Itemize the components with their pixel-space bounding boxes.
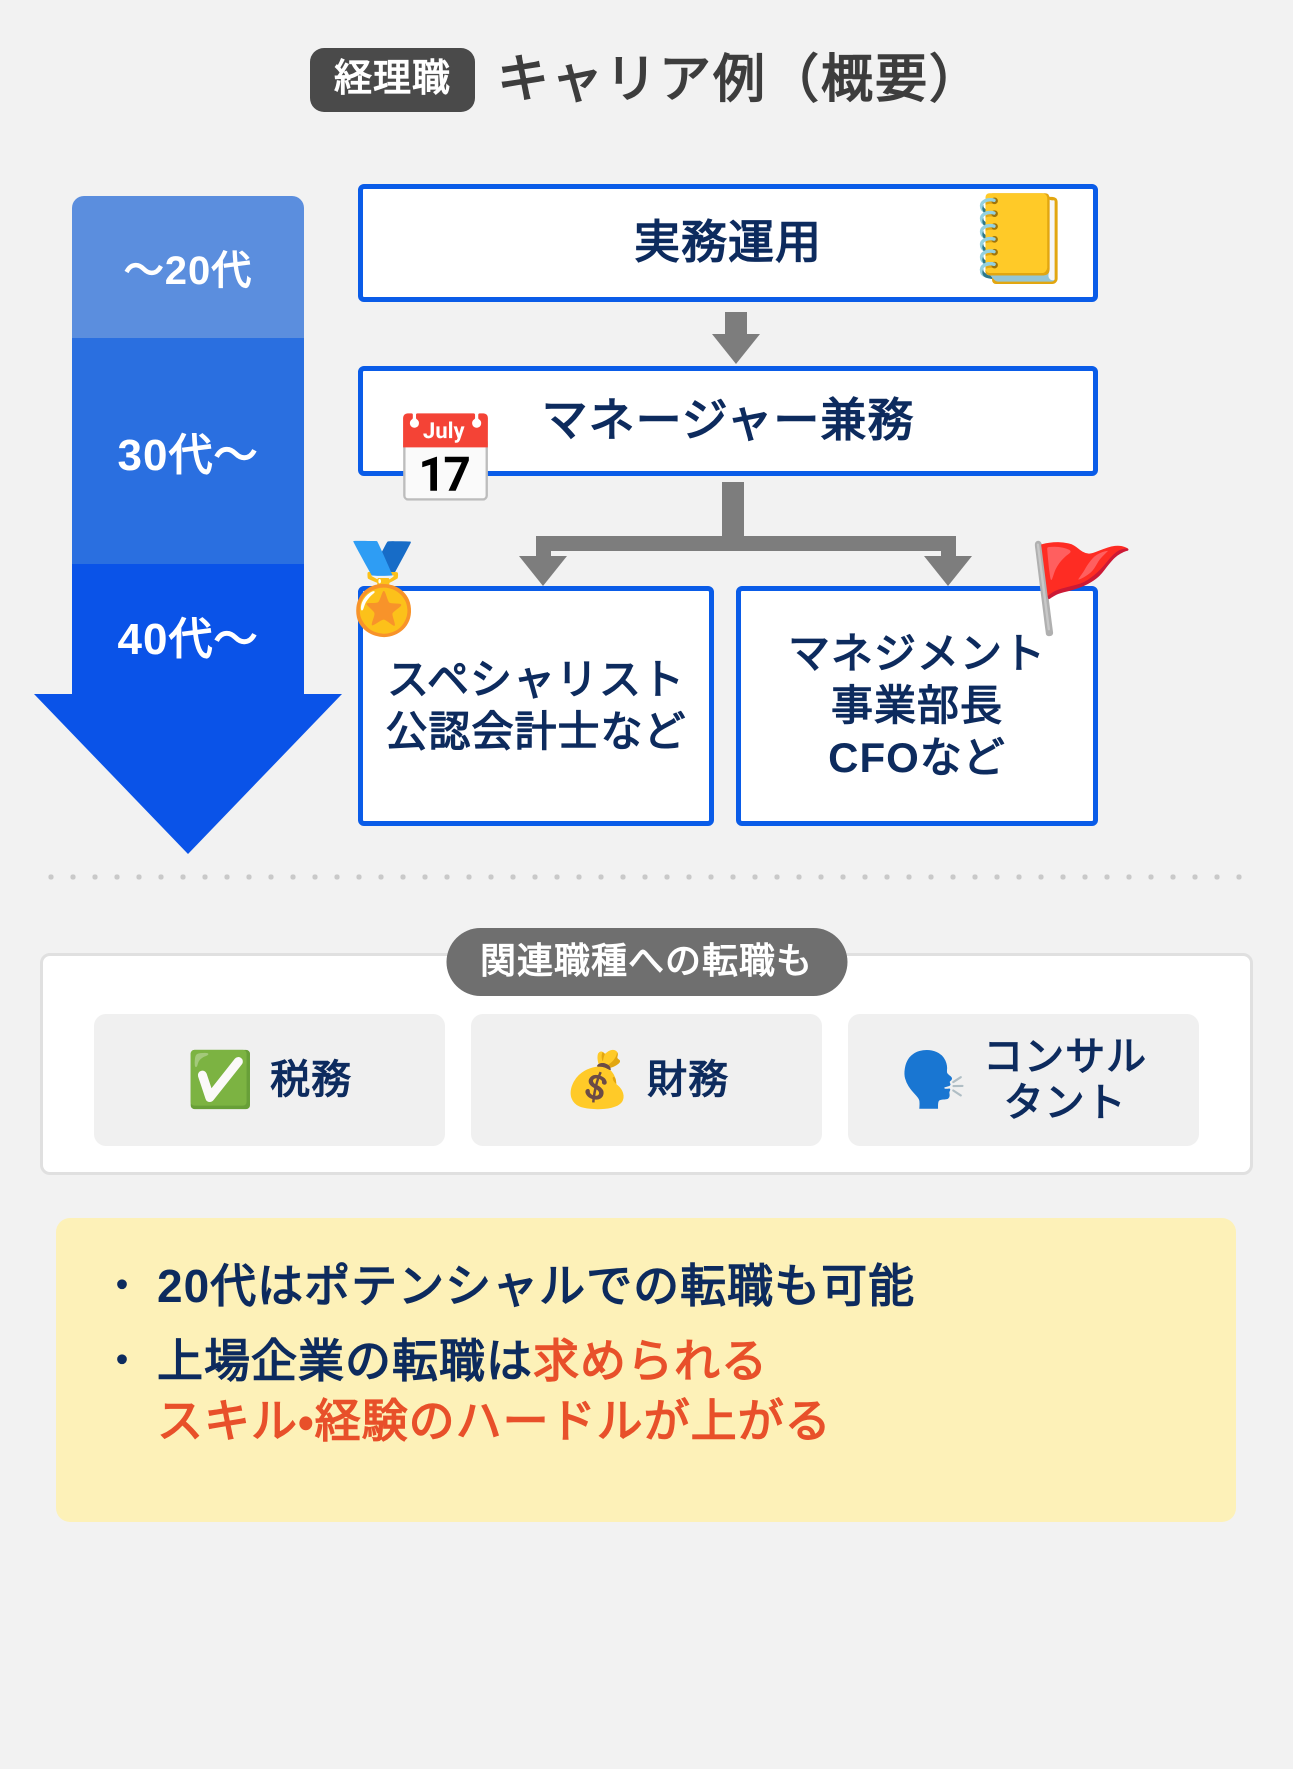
note-item-2: ・ 上場企業の転職は求められるスキル・経験のハードルが上がる <box>102 1331 1196 1452</box>
management-line-2: 事業部長 <box>830 681 1003 729</box>
management-line-3: CFOなど <box>828 734 1006 782</box>
connector-stem <box>725 312 747 338</box>
flag-icon: 🚩 <box>1028 541 1136 637</box>
branch-stem <box>722 482 744 542</box>
dotted-divider <box>40 874 1253 880</box>
note-text-highlight-1: 求められる <box>533 1334 768 1387</box>
note-text: 上場企業の転職は求められるスキル・経験のハードルが上がる <box>157 1331 832 1452</box>
flow-box-manager-concurrent: マネージャー兼務 <box>358 366 1098 476</box>
calendar-icon: 📅 <box>392 413 500 509</box>
chip-label-line-1: コンサル <box>983 1034 1148 1079</box>
page-title: キャリア例（概要） <box>497 51 984 109</box>
bullet-marker: ・ <box>102 1264 143 1308</box>
specialist-line-2: 公認会計士など <box>385 708 687 755</box>
flow-box-label: マネジメント 事業部長 CFOなど <box>788 628 1046 784</box>
chip-label: コンサル タント <box>983 1034 1147 1127</box>
chip-finance[interactable]: 💰 財務 <box>471 1014 822 1146</box>
age-timeline-arrow: ～20代 30代～ 40代～ <box>34 196 342 856</box>
flow-box-practical-operations: 実務運用 <box>358 184 1098 302</box>
flow-box-specialist: スペシャリスト 公認会計士など <box>358 586 714 826</box>
note-text: 20代はポテンシャルでの転職も可能 <box>157 1260 916 1312</box>
branch-arrowhead-left <box>519 556 567 586</box>
branch-arrowhead-right <box>924 556 972 586</box>
speaking-head-icon: 🗣️ <box>899 1050 968 1110</box>
header: 経理職 キャリア例（概要） <box>0 48 1293 112</box>
related-jobs-chip-list: ✅ 税務 💰 財務 🗣️ コンサル タント <box>40 1014 1253 1146</box>
role-badge: 経理職 <box>309 48 475 112</box>
chip-tax[interactable]: ✅ 税務 <box>94 1014 445 1146</box>
connector-branch <box>440 482 1100 588</box>
age-arrow-head <box>34 694 342 854</box>
note-text-highlight-2: スキル・経験のハードルが上がる <box>157 1395 832 1448</box>
specialist-line-1: スペシャリスト <box>386 655 686 703</box>
chip-label: 財務 <box>647 1057 730 1102</box>
branch-horizontal-bar <box>536 536 956 551</box>
note-item-1: ・ 20代はポテンシャルでの転職も可能 <box>102 1256 1196 1317</box>
age-arrow-body: ～20代 30代～ 40代～ <box>72 196 304 706</box>
bullet-marker: ・ <box>102 1338 143 1383</box>
chip-label: 税務 <box>270 1057 353 1102</box>
note-text-plain: 上場企業の転職は <box>157 1334 533 1387</box>
chip-label-line-2: タント <box>1003 1081 1127 1125</box>
related-jobs-badge: 関連職種への転職も <box>445 928 848 996</box>
management-line-1: マネジメント <box>787 629 1046 677</box>
money-bag-icon: 💰 <box>563 1050 632 1110</box>
flow-box-label: スペシャリスト 公認会計士など <box>385 654 686 758</box>
flow-box-label: 実務運用 <box>634 216 822 269</box>
notes-callout: ・ 20代はポテンシャルでの転職も可能 ・ 上場企業の転職は求められるスキル・経… <box>56 1218 1236 1522</box>
chip-consultant[interactable]: 🗣️ コンサル タント <box>848 1014 1199 1146</box>
connector-arrowhead <box>712 334 760 364</box>
age-segment-20s: ～20代 <box>72 196 304 338</box>
flow-box-label: マネージャー兼務 <box>541 394 915 447</box>
medal-icon: 🏅 <box>330 541 438 637</box>
check-mark-icon: ✅ <box>186 1050 255 1110</box>
open-book-icon: 📒 <box>966 191 1074 287</box>
connector-arrow-down <box>712 312 760 364</box>
age-segment-40s: 40代～ <box>72 564 304 706</box>
flow-box-management: マネジメント 事業部長 CFOなど <box>736 586 1098 826</box>
branch-drop-right <box>941 536 956 562</box>
branch-drop-left <box>536 536 551 562</box>
age-segment-30s: 30代～ <box>72 338 304 564</box>
